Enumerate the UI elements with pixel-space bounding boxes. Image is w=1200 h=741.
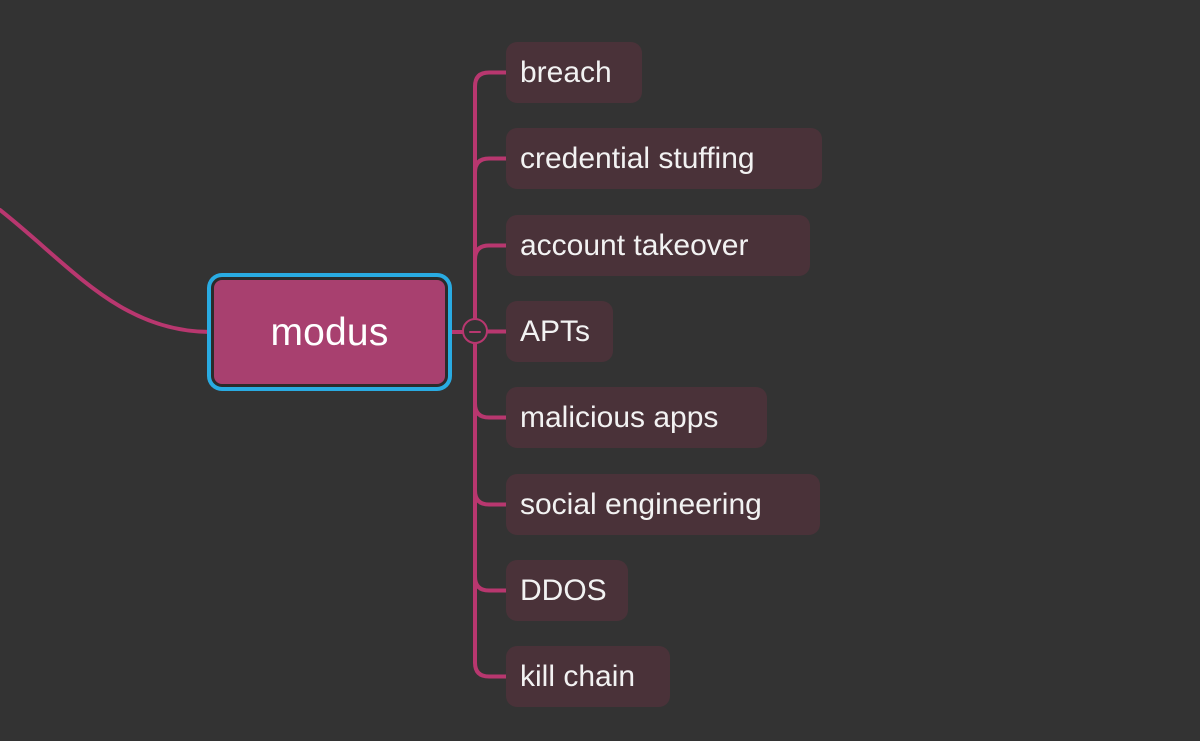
- branch-edge-child-1: [473, 156, 508, 175]
- mindmap-child-node[interactable]: breach: [506, 42, 642, 103]
- branch-edge-child-4: [473, 401, 508, 420]
- mindmap-child-node[interactable]: account takeover: [506, 215, 810, 276]
- collapse-toggle-minus-icon[interactable]: [462, 318, 488, 344]
- child-node-label: account takeover: [520, 228, 749, 262]
- mindmap-child-node[interactable]: credential stuffing: [506, 128, 822, 189]
- mindmap-child-node[interactable]: APTs: [506, 301, 613, 362]
- mindmap-child-node[interactable]: DDOS: [506, 560, 628, 621]
- child-node-label: social engineering: [520, 487, 762, 521]
- child-node-label: breach: [520, 55, 612, 89]
- branch-edge-child-2: [473, 243, 508, 262]
- branch-edge-child-0: [473, 70, 508, 89]
- child-node-label: kill chain: [520, 659, 636, 693]
- mindmap-root-node-modus[interactable]: modus: [211, 277, 448, 387]
- branch-edge-child-5: [473, 488, 508, 507]
- branch-edge-child-7: [473, 660, 508, 679]
- child-node-label: malicious apps: [520, 400, 719, 434]
- child-node-label: credential stuffing: [520, 141, 755, 175]
- branch-edge-child-6: [473, 574, 508, 593]
- child-node-label: APTs: [520, 314, 591, 348]
- minus-icon-bar: [469, 331, 481, 333]
- mindmap-child-node[interactable]: malicious apps: [506, 387, 767, 448]
- parent-incoming-edge: [0, 208, 213, 334]
- mindmap-child-node[interactable]: kill chain: [506, 646, 670, 707]
- mindmap-child-node[interactable]: social engineering: [506, 474, 820, 535]
- root-node-label: modus: [270, 310, 389, 354]
- child-node-label: DDOS: [520, 573, 607, 607]
